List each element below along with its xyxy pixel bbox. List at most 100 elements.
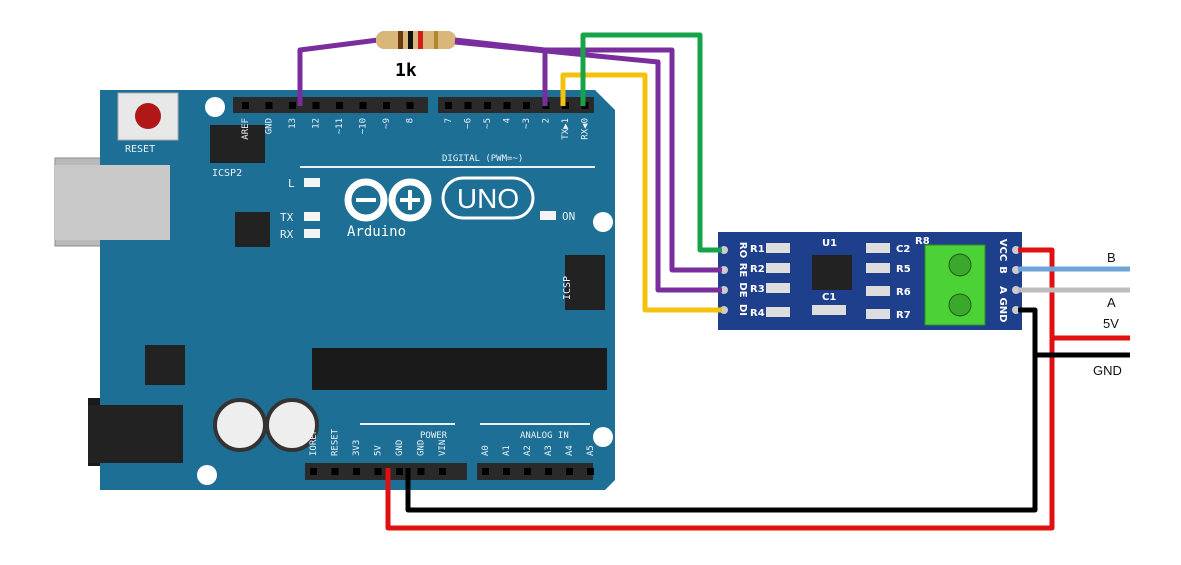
component-label: R5 xyxy=(896,264,911,275)
header-pin[interactable] xyxy=(310,468,317,475)
module-pin-label: GND xyxy=(997,298,1008,323)
component-label: R4 xyxy=(750,308,765,319)
digital-label: DIGITAL (PWM=~) xyxy=(442,154,523,164)
header-pin[interactable] xyxy=(439,468,446,475)
header-pin[interactable] xyxy=(406,102,414,109)
capacitor xyxy=(213,398,267,452)
smd-component xyxy=(866,286,890,296)
pin-label: GND xyxy=(265,118,275,134)
component-label: R7 xyxy=(896,310,911,321)
component-label: C2 xyxy=(896,244,910,255)
header-pin[interactable] xyxy=(523,102,530,109)
pin-label: RX◀0 xyxy=(581,118,591,140)
smd-component xyxy=(766,283,790,293)
model-label: UNO xyxy=(457,183,519,214)
mount-hole xyxy=(197,465,217,485)
component-label: R8 xyxy=(915,236,930,247)
header-pin[interactable] xyxy=(503,468,510,475)
pin-label: ~10 xyxy=(359,118,369,134)
pin-label: 7 xyxy=(444,118,454,123)
header-pin[interactable] xyxy=(484,102,491,109)
pin-label: 2 xyxy=(542,118,552,123)
header-pin[interactable] xyxy=(545,468,552,475)
microcontroller xyxy=(312,348,607,390)
pin-label: 5V xyxy=(374,445,384,456)
smd-component xyxy=(866,309,890,319)
header-pin[interactable] xyxy=(359,102,367,109)
header-pin[interactable] xyxy=(566,468,573,475)
uno-badge xyxy=(441,176,535,220)
analog-label: ANALOG IN xyxy=(520,431,569,441)
usb-chip xyxy=(235,212,270,247)
header-pin[interactable] xyxy=(336,102,343,109)
pin-label: ~11 xyxy=(335,118,345,134)
header-pin[interactable] xyxy=(524,468,531,475)
header-pin[interactable] xyxy=(417,468,425,475)
digital-header-right xyxy=(438,97,594,113)
wire-gnd-gnd xyxy=(405,307,1038,513)
wire-re xyxy=(545,47,722,273)
mount-hole xyxy=(593,212,613,232)
smd-component xyxy=(766,263,790,273)
pin-label: A3 xyxy=(544,445,554,456)
header-pin[interactable] xyxy=(331,468,339,475)
header-pin[interactable] xyxy=(289,102,296,109)
pin-label: GND xyxy=(417,440,427,456)
resistor-1k xyxy=(376,31,456,49)
header-pin[interactable] xyxy=(383,102,390,109)
header-pin[interactable] xyxy=(242,102,249,109)
header-pin[interactable] xyxy=(396,468,403,475)
pin-label: 13 xyxy=(288,118,298,129)
led-label-on: ON xyxy=(562,210,575,223)
header-pin[interactable] xyxy=(353,468,360,475)
led-label-rx: RX xyxy=(280,228,294,241)
wire-tx-di xyxy=(560,72,722,313)
mount-hole xyxy=(593,427,613,447)
led-label-l: L xyxy=(288,177,295,190)
pin-label: GND xyxy=(395,440,405,456)
wire-gnd-resistor xyxy=(297,37,379,106)
smd-component xyxy=(866,243,890,253)
reset-button[interactable] xyxy=(117,92,179,141)
module-pin-label: A xyxy=(997,286,1008,294)
digital-header-left xyxy=(233,97,428,113)
pin-label: ~3 xyxy=(522,118,532,129)
power-label: POWER xyxy=(420,431,448,441)
icsp-header xyxy=(565,255,605,310)
pin-label: TX▶1 xyxy=(561,118,571,140)
pin-label: 12 xyxy=(312,118,322,129)
header-pin[interactable] xyxy=(503,102,511,109)
capacitor xyxy=(265,398,319,452)
header-pin[interactable] xyxy=(587,468,594,475)
analog-header xyxy=(477,463,593,480)
header-pin[interactable] xyxy=(464,102,472,109)
module-pin-label: RO xyxy=(737,242,748,258)
smd-component xyxy=(766,307,790,317)
smd-component xyxy=(812,305,846,315)
pin-label: ~6 xyxy=(464,118,474,129)
module-pin-label: DI xyxy=(737,304,748,316)
led-rx xyxy=(304,229,320,238)
pin-label: ~9 xyxy=(382,118,392,129)
pin-label: AREF xyxy=(241,118,251,140)
wire-5v-vcc xyxy=(385,247,1055,531)
label-a: A xyxy=(1107,295,1116,310)
pin-label: 4 xyxy=(503,118,513,123)
component-label: R2 xyxy=(750,264,765,275)
led-l xyxy=(304,178,320,187)
module-pin-label: B xyxy=(997,266,1008,274)
header-pin[interactable] xyxy=(312,102,320,109)
header-pin[interactable] xyxy=(445,102,452,109)
component-label: C1 xyxy=(822,292,836,303)
mount-hole xyxy=(205,97,225,117)
component-label: R6 xyxy=(896,287,911,298)
smd-component xyxy=(766,243,790,253)
header-pin[interactable] xyxy=(374,468,382,475)
pin-label: 3V3 xyxy=(352,440,362,456)
max485-chip xyxy=(812,255,852,290)
module-pin-label: VCC xyxy=(997,239,1008,261)
reset-label: RESET xyxy=(125,144,155,155)
header-pin[interactable] xyxy=(265,102,273,109)
header-pin[interactable] xyxy=(482,468,489,475)
